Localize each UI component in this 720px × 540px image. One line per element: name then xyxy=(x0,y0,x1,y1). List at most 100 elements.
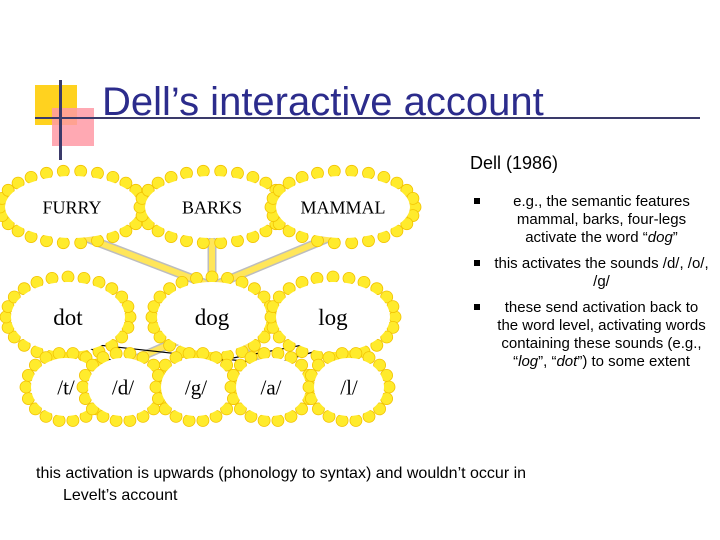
node-label: dog xyxy=(195,305,230,330)
word-node: dot xyxy=(0,270,137,364)
node-dot xyxy=(56,236,70,250)
bullet-square-icon xyxy=(474,304,480,310)
node-dot xyxy=(56,164,70,178)
node-dot xyxy=(61,270,75,284)
node-dot xyxy=(335,347,349,360)
node-dot xyxy=(214,164,228,178)
node-dot xyxy=(257,290,271,304)
phoneme-node: /a/ xyxy=(224,347,318,427)
node-dot xyxy=(149,380,163,394)
node-ellipse xyxy=(5,176,139,238)
node-dot xyxy=(141,183,155,197)
node-dot xyxy=(86,402,99,416)
node-dot xyxy=(272,290,286,304)
node-dot xyxy=(66,414,80,427)
node-dot xyxy=(123,414,137,427)
semantic-node: BARKS xyxy=(133,164,291,250)
title-decoration-horizontal-line xyxy=(35,117,700,119)
node-dot xyxy=(163,338,177,352)
node-dot xyxy=(311,358,325,372)
node-ellipse xyxy=(157,282,267,352)
node-ellipse xyxy=(145,176,279,238)
bottom-note: this activation is upwards (phonology to… xyxy=(36,463,676,507)
node-label: log xyxy=(318,305,348,330)
node-dot xyxy=(182,414,196,427)
node-dot xyxy=(1,183,15,197)
node-dot xyxy=(231,166,244,180)
node-dot xyxy=(345,164,359,178)
node-dot xyxy=(45,271,59,285)
node-dot xyxy=(373,402,387,416)
node-dot xyxy=(388,310,402,324)
bullet-text-tail: ” xyxy=(672,229,678,246)
node-dot xyxy=(220,402,234,416)
node-dot xyxy=(77,271,91,285)
node-dot xyxy=(115,290,129,304)
node-dot xyxy=(233,402,247,416)
node-dot xyxy=(180,166,193,180)
node-dot xyxy=(382,380,396,394)
node-dot xyxy=(196,414,210,427)
bullet-item: this activates the sounds /d/, /o/, /g/ xyxy=(472,255,710,291)
node-dot xyxy=(327,164,341,178)
node-dot xyxy=(311,402,325,416)
bullet-text-italic: dog xyxy=(647,229,673,246)
node-ellipse xyxy=(236,358,306,416)
word-node: log xyxy=(264,270,402,364)
node-ellipse xyxy=(11,282,125,352)
node-dot xyxy=(123,347,137,360)
node-dot xyxy=(257,347,271,360)
title-decoration-vertical-line xyxy=(59,80,62,160)
bullet-text-lead: these send activation back to the word l… xyxy=(497,299,706,370)
node-dot xyxy=(221,271,234,285)
node-dot xyxy=(311,166,324,180)
bottom-note-line: this activation is upwards (phonology to… xyxy=(36,465,527,482)
node-dot xyxy=(52,347,66,360)
node-label: /t/ xyxy=(57,375,75,399)
node-dot xyxy=(302,380,316,394)
node-dot xyxy=(380,330,394,344)
node-label: /l/ xyxy=(340,375,358,399)
node-dot xyxy=(231,234,244,248)
bullet-text-lead: e.g., the semantic features mammal, bark… xyxy=(513,193,690,246)
node-dot xyxy=(295,358,309,372)
node-dot xyxy=(311,234,324,248)
node-dot xyxy=(380,290,394,304)
node-dot xyxy=(295,402,309,416)
node-dot xyxy=(327,236,341,250)
bullet-list: e.g., the semantic features mammal, bark… xyxy=(472,193,710,379)
node-dot xyxy=(345,236,359,250)
node-dot xyxy=(40,234,53,248)
node-dot xyxy=(271,347,285,360)
slide-title: Dell’s interactive account xyxy=(102,80,544,124)
node-ellipse xyxy=(314,358,384,416)
bullet-square-icon xyxy=(474,198,480,204)
node-dot xyxy=(158,402,172,416)
diagram-nodes: FURRY BARKS MAMMAL dot dog log/t//d/ /g/ /a/ /l/ xyxy=(0,164,422,427)
bullet-text-tail: ”, “ xyxy=(538,353,557,370)
node-dot xyxy=(335,414,349,427)
bullet-square-icon xyxy=(474,260,480,266)
bullet-text-tail: ”) to some extent xyxy=(577,353,690,370)
node-dot xyxy=(29,402,42,416)
node-dot xyxy=(19,380,33,394)
node-dot xyxy=(224,380,238,394)
node-dot xyxy=(145,310,159,324)
node-dot xyxy=(257,414,271,427)
node-dot xyxy=(326,270,340,284)
node-label: FURRY xyxy=(42,197,101,217)
node-dot xyxy=(257,330,271,344)
node-label: dot xyxy=(53,305,83,330)
node-dot xyxy=(205,270,219,284)
semantic-node: MAMMAL xyxy=(264,164,422,250)
node-dot xyxy=(66,347,80,360)
phoneme-node: /d/ xyxy=(76,347,170,427)
node-label: MAMMAL xyxy=(300,197,385,217)
node-dot xyxy=(247,282,261,296)
bullet-item: these send activation back to the word l… xyxy=(472,299,710,371)
node-label: /g/ xyxy=(185,375,207,399)
node-dot xyxy=(123,310,137,324)
semantic-node: FURRY xyxy=(0,164,151,250)
node-dot xyxy=(349,347,363,360)
